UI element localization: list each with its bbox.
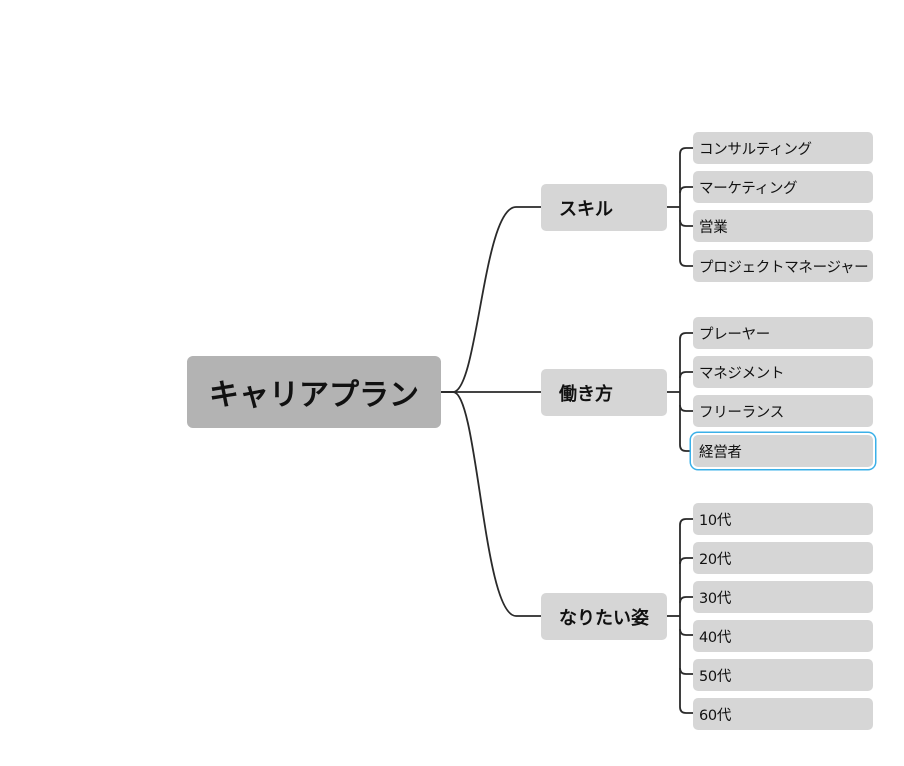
- subtopic-marketing[interactable]: マーケティング: [693, 171, 873, 203]
- subtopic-management[interactable]: マネジメント: [693, 356, 873, 388]
- connector-workstyle-leaf-3: [679, 404, 693, 412]
- subtopic-10s[interactable]: 10代: [693, 503, 873, 535]
- topic-skill[interactable]: スキル: [541, 184, 667, 231]
- subtopic-30s[interactable]: 30代: [693, 581, 873, 613]
- connector-goal-leaf-4: [679, 628, 693, 636]
- connector-goal-leaf-3: [679, 596, 693, 604]
- subtopic-40s[interactable]: 40代: [693, 620, 873, 652]
- connector-root-skill: [441, 206, 541, 393]
- subtopic-freelance[interactable]: フリーランス: [693, 395, 873, 427]
- topic-ideal-self[interactable]: なりたい姿: [541, 593, 667, 640]
- subtopic-50s[interactable]: 50代: [693, 659, 873, 691]
- topic-workstyle[interactable]: 働き方: [541, 369, 667, 416]
- connector-workstyle-leaf-2: [679, 371, 693, 379]
- connector-skill-leaf-2: [679, 186, 693, 194]
- subtopic-60s[interactable]: 60代: [693, 698, 873, 730]
- connector-goal-bracket: [679, 518, 693, 714]
- subtopic-sales[interactable]: 営業: [693, 210, 873, 242]
- connector-root-goal: [441, 391, 541, 617]
- subtopic-project-manager[interactable]: プロジェクトマネージャー: [693, 250, 873, 282]
- subtopic-20s[interactable]: 20代: [693, 542, 873, 574]
- subtopic-consulting[interactable]: コンサルティング: [693, 132, 873, 164]
- connector-skill-bracket: [679, 147, 693, 267]
- root-topic[interactable]: キャリアプラン: [187, 356, 441, 428]
- connector-workstyle-bracket: [679, 332, 693, 452]
- subtopic-executive[interactable]: 経営者: [693, 435, 873, 467]
- connector-skill-leaf-3: [679, 219, 693, 227]
- connector-goal-leaf-5: [679, 667, 693, 675]
- subtopic-player[interactable]: プレーヤー: [693, 317, 873, 349]
- connector-goal-leaf-2: [679, 557, 693, 565]
